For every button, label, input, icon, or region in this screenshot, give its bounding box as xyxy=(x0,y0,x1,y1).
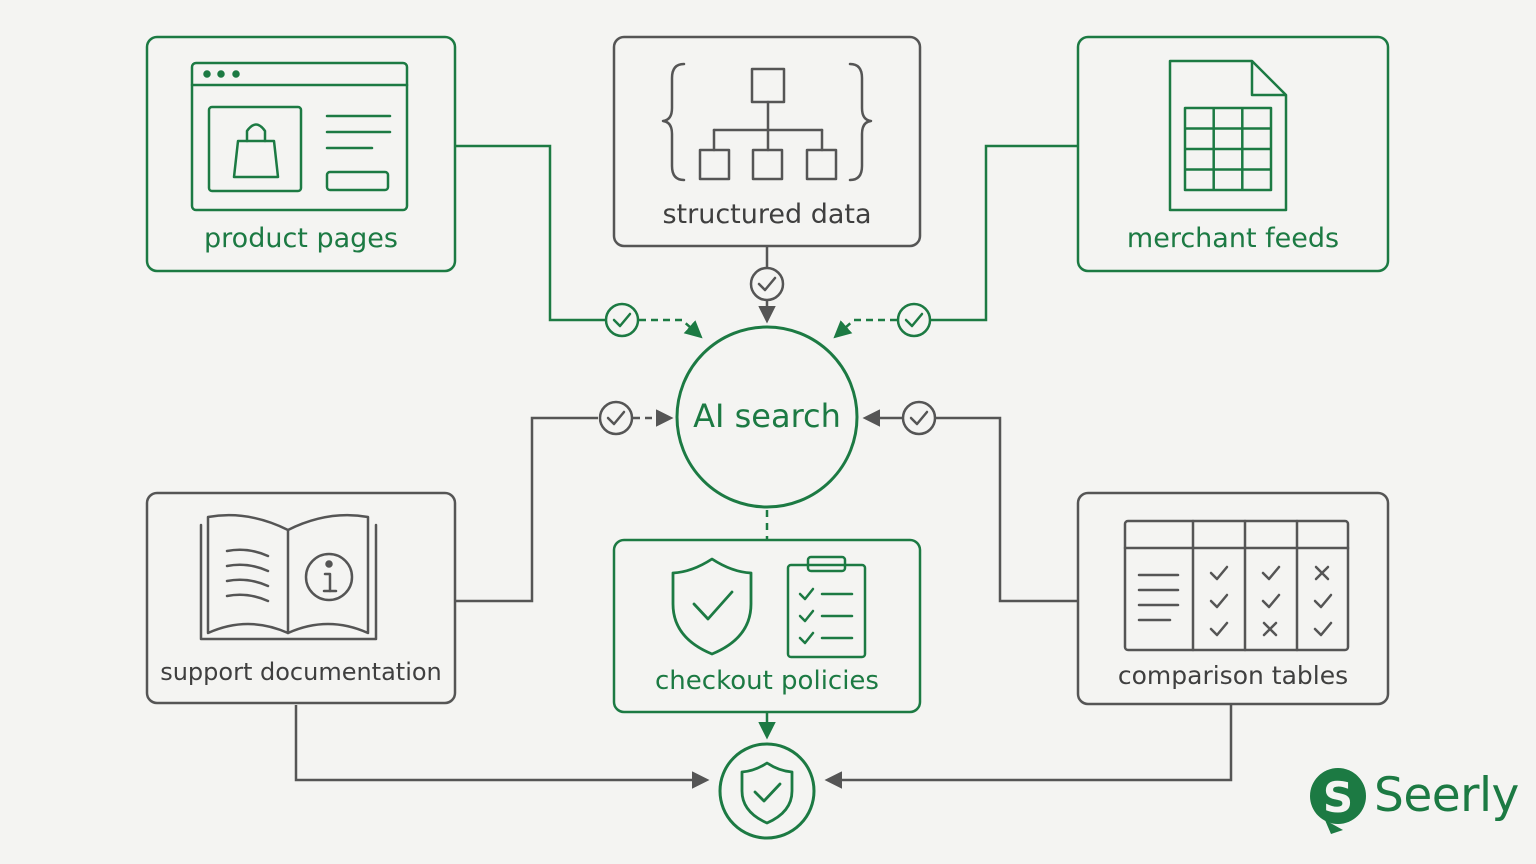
product-pages-box xyxy=(145,35,457,273)
check-badge-comparison-tables xyxy=(901,400,937,436)
dashed-connector-product-pages xyxy=(639,318,703,339)
brand-name: Seerly xyxy=(1374,768,1519,823)
seerly-logo-icon: S xyxy=(1310,768,1366,834)
check-badge-merchant-feeds xyxy=(896,302,932,338)
connector-support-to-shield xyxy=(294,705,710,789)
connector-product-pages xyxy=(456,144,605,322)
shield-check-icon xyxy=(671,557,753,656)
check-badge-structured-data xyxy=(749,266,785,302)
merchant-feeds-label: merchant feeds xyxy=(1126,223,1340,254)
checkout-policies-label: checkout policies xyxy=(655,666,879,696)
logo-letter: S xyxy=(1323,773,1353,822)
connector-comparison-tables xyxy=(936,416,1078,603)
ai-search-label: AI search xyxy=(693,397,841,435)
shield-result-node xyxy=(718,742,816,840)
structured-data-box xyxy=(612,35,922,248)
checkout-policies-box xyxy=(612,538,922,714)
ai-search-node xyxy=(675,325,859,509)
comparison-table-icon xyxy=(1123,519,1350,652)
connector-comparison-to-shield xyxy=(824,705,1233,789)
clipboard-checklist-icon xyxy=(786,555,867,659)
support-documentation-label: support documentation xyxy=(160,658,442,686)
merchant-feeds-box xyxy=(1076,35,1390,273)
browser-shopping-bag-icon xyxy=(190,61,409,212)
structured-data-label: structured data xyxy=(662,199,872,230)
comparison-tables-box xyxy=(1076,491,1390,706)
support-documentation-box xyxy=(145,491,457,705)
spreadsheet-file-icon xyxy=(1168,59,1288,212)
open-book-info-icon xyxy=(199,513,378,641)
check-badge-product-pages xyxy=(604,302,640,338)
comparison-tables-label: comparison tables xyxy=(1117,661,1349,690)
product-pages-label: product pages xyxy=(204,223,398,254)
structured-data-hierarchy-icon xyxy=(661,62,873,182)
dashed-connector-merchant-feeds xyxy=(833,318,897,339)
check-badge-support-documentation xyxy=(598,400,634,436)
connector-merchant-feeds xyxy=(931,144,1078,322)
connector-support-documentation xyxy=(456,416,598,603)
